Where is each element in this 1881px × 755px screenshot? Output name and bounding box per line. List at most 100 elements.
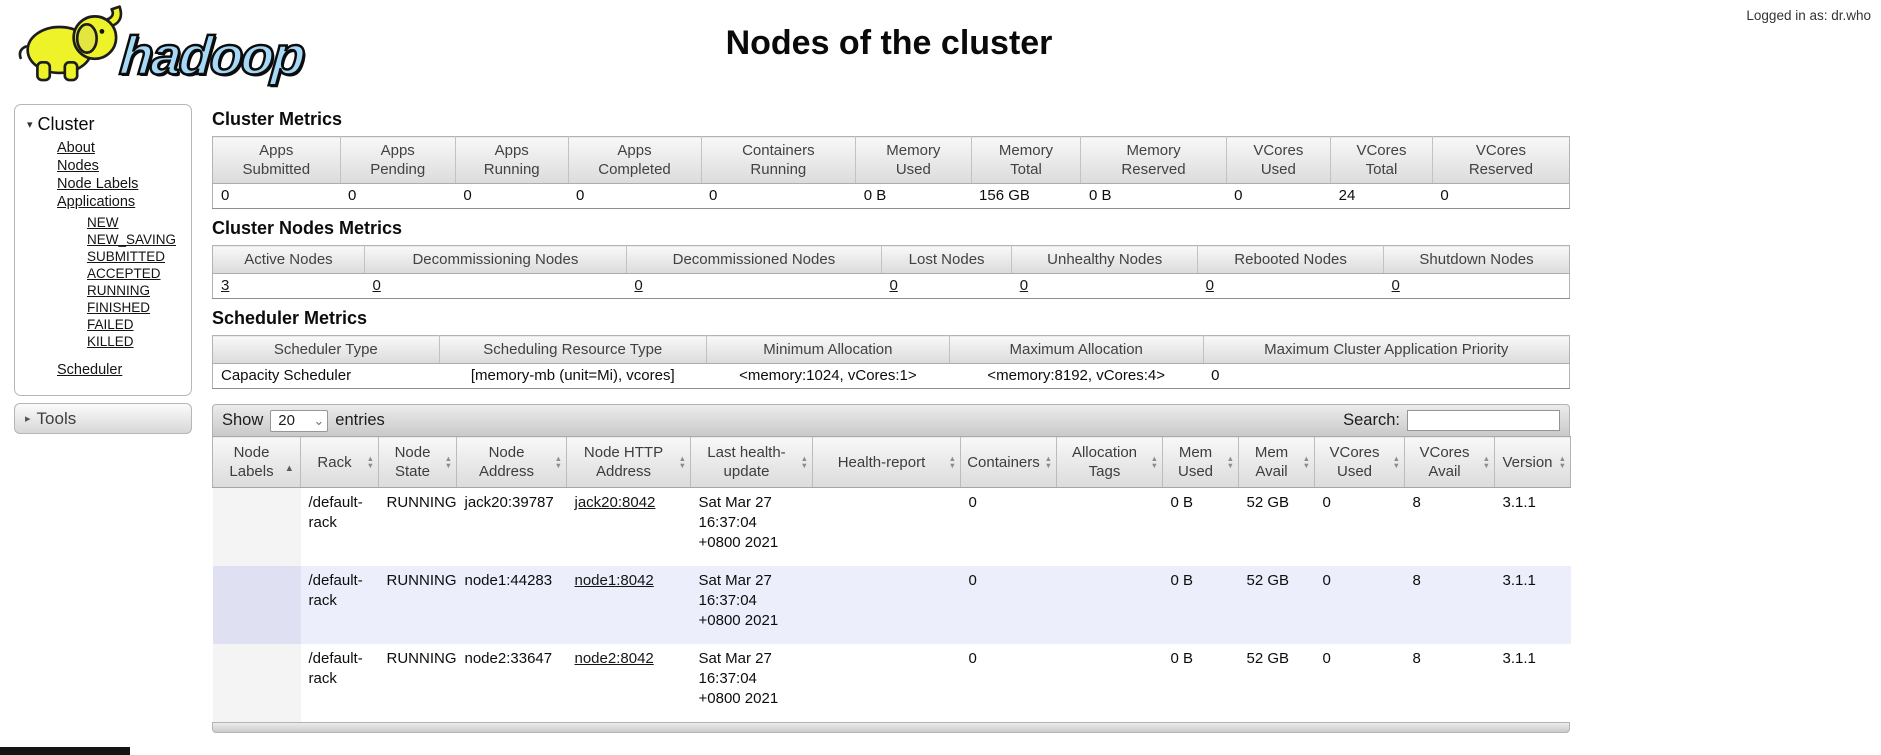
decommissioned-nodes-link[interactable]: 0 [634,277,643,294]
metric-value: 3 [212,273,365,299]
sidebar-item-submitted[interactable]: SUBMITTED [87,249,166,264]
metric-value: 24 [1330,183,1433,209]
scheduler-links: Scheduler [57,361,187,379]
cluster-section-header[interactable]: ▾Cluster [19,111,187,139]
sort-both-icon: ▲▼ [800,454,808,470]
col-header-rack[interactable]: Rack ▲▼ [300,436,379,488]
search-input[interactable] [1407,410,1560,431]
show-entries-control: Show 20 ⌄ entries [222,409,385,432]
minimum-allocation-value: <memory:1024, vCores:1> [706,363,950,389]
cell-version: 3.1.1 [1494,487,1571,566]
sidebar-item-scheduler[interactable]: Scheduler [57,362,123,378]
shutdown-nodes-link[interactable]: 0 [1391,277,1400,294]
sort-both-icon: ▲▼ [1392,454,1400,470]
cell-version: 3.1.1 [1494,644,1571,722]
scheduling-resource-type-value: [memory-mb (unit=Mi), vcores] [439,363,707,389]
cell-node-state: RUNNING [378,644,457,722]
cell-node-state: RUNNING [378,487,457,566]
cell-mem-avail: 52 GB [1238,487,1315,566]
cell-vcores-avail: 8 [1404,644,1495,722]
cell-allocation-tags [1056,644,1163,722]
sidebar-item-finished[interactable]: FINISHED [87,300,151,315]
cell-allocation-tags [1056,566,1163,644]
cluster-nodes-metrics-table: Active Nodes Decommissioning Nodes Decom… [212,245,1570,299]
show-label: Show [222,411,264,429]
cell-rack: /default-rack [300,566,379,644]
cell-mem-used: 0 B [1162,644,1239,722]
nodes-table-toolbar: Show 20 ⌄ entries Search: [212,404,1570,436]
metric-value: 0 [212,183,341,209]
metric-value: 0 [340,183,456,209]
cell-vcores-used: 0 [1314,487,1405,566]
node-http-link[interactable]: node2:8042 [574,650,654,667]
lost-nodes-link[interactable]: 0 [889,277,898,294]
sidebar-item-accepted[interactable]: ACCEPTED [87,266,161,281]
metric-value: 0 [626,273,882,299]
scheduler-metrics-heading: Scheduler Metrics [212,308,368,328]
sort-both-icon: ▲▼ [1044,454,1052,470]
cluster-nodes-metrics-header-row: Active Nodes Decommissioning Nodes Decom… [212,245,1570,274]
cell-mem-used: 0 B [1162,566,1239,644]
sidebar-item-about[interactable]: About [57,140,95,156]
sidebar-item-new-saving[interactable]: NEW_SAVING [87,232,177,247]
hadoop-logo: hadoop [12,4,307,88]
col-header-rebooted-nodes: Rebooted Nodes [1197,245,1384,274]
metric-value: 0 [1226,183,1331,209]
table-footer-bar [212,722,1570,733]
col-header-containers[interactable]: Containers ▲▼ [960,436,1057,488]
entries-select[interactable]: 20 ⌄ [270,409,329,432]
sort-both-icon: ▲▼ [366,454,374,470]
col-header-last-health-update[interactable]: Last health-update ▲▼ [690,436,813,488]
metric-value: 0 [568,183,701,209]
metric-value: 0 B [855,183,972,209]
cell-containers: 0 [960,644,1057,722]
cell-node-address: node1:44283 [456,566,567,644]
sort-both-icon: ▲▼ [1150,454,1158,470]
sidebar-item-killed[interactable]: KILLED [87,334,134,349]
node-http-link[interactable]: node1:8042 [574,572,654,589]
sidebar-item-running[interactable]: RUNNING [87,283,150,298]
active-nodes-link[interactable]: 3 [221,277,230,294]
cell-node-labels [212,566,301,644]
node-http-link[interactable]: jack20:8042 [574,494,656,511]
decommissioning-nodes-link[interactable]: 0 [372,277,381,294]
tools-section-header[interactable]: ▸ Tools [14,403,192,434]
application-state-links: NEW NEW_SAVING SUBMITTED ACCEPTED RUNNIN… [87,214,187,350]
cluster-section-label: Cluster [37,114,95,134]
sidebar-item-nodes[interactable]: Nodes [57,158,99,174]
rebooted-nodes-link[interactable]: 0 [1205,277,1214,294]
cell-health-report [812,644,961,722]
metric-value: 156 GB [971,183,1081,209]
col-header-version[interactable]: Version ▲▼ [1494,436,1571,488]
sidebar: ▾Cluster About Nodes Node Labels Applica… [14,104,192,733]
bottom-left-strip [0,747,130,755]
sidebar-item-applications[interactable]: Applications [57,194,136,210]
sort-both-icon: ▲▼ [1482,454,1490,470]
col-header-scheduling-resource-type: Scheduling Resource Type [438,335,707,364]
col-header-active-nodes: Active Nodes [212,245,365,274]
sidebar-item-new[interactable]: NEW [87,215,119,230]
sidebar-item-node-labels[interactable]: Node Labels [57,176,139,192]
col-header-health-report[interactable]: Health-report ▲▼ [812,436,961,488]
sidebar-item-failed[interactable]: FAILED [87,317,134,332]
unhealthy-nodes-link[interactable]: 0 [1019,277,1029,294]
cell-mem-used: 0 B [1162,487,1239,566]
cell-health-report [812,487,961,566]
